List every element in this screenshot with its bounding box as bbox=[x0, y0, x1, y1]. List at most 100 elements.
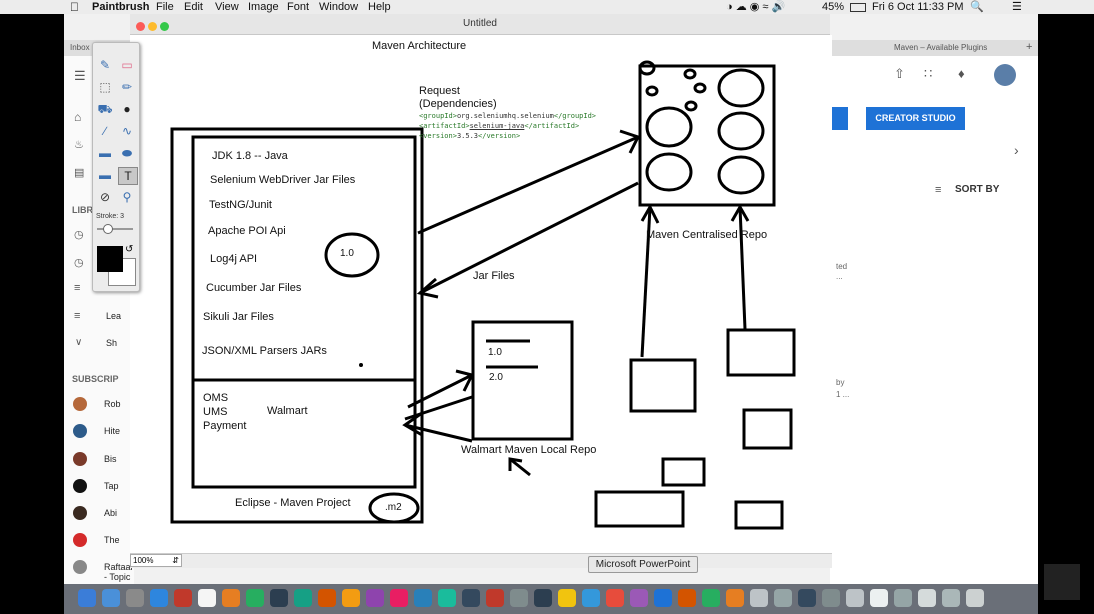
dock-app-icon[interactable] bbox=[702, 589, 720, 607]
subscription-item[interactable]: Abi bbox=[104, 508, 118, 518]
fill-tool-icon[interactable]: ⛟ bbox=[97, 102, 113, 116]
foreground-color-swatch[interactable] bbox=[97, 246, 123, 272]
dock-app-icon[interactable] bbox=[102, 589, 120, 607]
subscription-item[interactable]: Raftaar - Topic bbox=[104, 562, 134, 582]
subscription-item[interactable]: Bis bbox=[104, 454, 117, 464]
dock-app-icon[interactable] bbox=[534, 589, 552, 607]
upload-icon[interactable]: ⇧ bbox=[894, 66, 905, 81]
menu-window[interactable]: Window bbox=[319, 1, 359, 13]
menu-font[interactable]: Font bbox=[287, 1, 310, 13]
show-more-label[interactable]: Sh bbox=[106, 338, 118, 348]
menu-view[interactable]: View bbox=[215, 1, 239, 13]
trending-icon[interactable]: ♨ bbox=[74, 139, 84, 151]
history-icon[interactable]: ◷ bbox=[74, 229, 84, 241]
dock-app-icon[interactable] bbox=[294, 589, 312, 607]
dock-app-icon[interactable] bbox=[870, 589, 888, 607]
dock-app-icon[interactable] bbox=[750, 589, 768, 607]
dock-app-icon[interactable] bbox=[246, 589, 264, 607]
dock-app-icon[interactable] bbox=[966, 589, 984, 607]
close-icon[interactable] bbox=[136, 22, 145, 31]
spotlight-icon[interactable]: 🔍 bbox=[970, 1, 984, 13]
dock-app-icon[interactable] bbox=[918, 589, 936, 607]
rounded-rect-tool-icon[interactable]: ▬ bbox=[99, 168, 111, 182]
bell-icon[interactable]: ♦ bbox=[958, 66, 965, 81]
spray-tool-icon[interactable]: ● bbox=[123, 102, 131, 116]
dock-app-icon[interactable] bbox=[510, 589, 528, 607]
minimize-icon[interactable] bbox=[148, 22, 157, 31]
dock-app-icon[interactable] bbox=[78, 589, 96, 607]
stroke-slider-track[interactable] bbox=[97, 228, 133, 230]
apple-menu-icon[interactable]:  bbox=[70, 0, 79, 14]
subscribe-button-edge[interactable] bbox=[830, 107, 848, 130]
menu-image[interactable]: Image bbox=[248, 1, 279, 13]
dock-app-icon[interactable] bbox=[198, 589, 216, 607]
dock-app-icon[interactable] bbox=[414, 589, 432, 607]
dock-app-icon[interactable] bbox=[174, 589, 192, 607]
brush-tool-icon[interactable]: ✎ bbox=[99, 58, 111, 72]
dock-app-icon[interactable] bbox=[270, 589, 288, 607]
select-tool-icon[interactable]: ⬚ bbox=[99, 80, 111, 94]
status-icons[interactable]: ◑ ☁ ◉ ≈ 🔊 bbox=[726, 1, 786, 13]
subscription-item[interactable]: Hite bbox=[104, 426, 121, 436]
new-tab-icon[interactable]: + bbox=[1026, 41, 1033, 53]
curve-tool-icon[interactable]: ∿ bbox=[121, 124, 133, 138]
battery-percent[interactable]: 45% bbox=[822, 1, 845, 13]
eyedropper-tool-icon[interactable]: ⊘ bbox=[99, 190, 111, 204]
subscriptions-icon[interactable]: ▤ bbox=[74, 167, 85, 179]
dock-app-icon[interactable] bbox=[846, 589, 864, 607]
dock-app-icon[interactable] bbox=[390, 589, 408, 607]
dock-app-icon[interactable] bbox=[798, 589, 816, 607]
watch-later-icon[interactable]: ◷ bbox=[74, 257, 84, 269]
eraser-tool-icon[interactable]: ▭ bbox=[121, 58, 133, 72]
dock-app-icon[interactable] bbox=[318, 589, 336, 607]
home-icon[interactable]: ⌂ bbox=[74, 110, 82, 124]
dock-app-icon[interactable] bbox=[822, 589, 840, 607]
drawing-canvas[interactable]: Maven Architecture Request (Dependencies… bbox=[130, 35, 832, 557]
tab-inbox[interactable]: Inbox bbox=[70, 43, 90, 52]
menu-file[interactable]: File bbox=[156, 1, 174, 13]
dock-app-icon[interactable] bbox=[894, 589, 912, 607]
notification-center-icon[interactable]: ☰ bbox=[1012, 1, 1022, 13]
dock-app-icon[interactable] bbox=[150, 589, 168, 607]
dock-app-icon[interactable] bbox=[366, 589, 384, 607]
stroke-slider-thumb[interactable] bbox=[103, 224, 113, 234]
subscription-item[interactable]: Tap bbox=[104, 481, 119, 491]
chevron-right-icon[interactable]: › bbox=[1014, 142, 1019, 158]
subscription-item[interactable]: Rob bbox=[104, 399, 121, 409]
ellipse-tool-icon[interactable]: ⬬ bbox=[121, 146, 133, 160]
apps-grid-icon[interactable]: ∷ bbox=[924, 66, 933, 81]
tab-maven-plugins[interactable]: Maven – Available Plugins bbox=[894, 43, 988, 52]
dock-app-icon[interactable] bbox=[654, 589, 672, 607]
zoom-tool-icon[interactable]: ⚲ bbox=[122, 190, 132, 204]
dock-app-icon[interactable] bbox=[558, 589, 576, 607]
sidebar-item-label[interactable]: Lea bbox=[106, 311, 122, 321]
dock-app-icon[interactable] bbox=[342, 589, 360, 607]
text-tool-icon[interactable]: T bbox=[118, 167, 138, 185]
account-avatar[interactable] bbox=[994, 64, 1016, 86]
dock-app-icon[interactable] bbox=[438, 589, 456, 607]
menu-help[interactable]: Help bbox=[368, 1, 391, 13]
dock-app-icon[interactable] bbox=[486, 589, 504, 607]
dock-app-icon[interactable] bbox=[582, 589, 600, 607]
creator-studio-button[interactable]: CREATOR STUDIO bbox=[866, 107, 965, 130]
clock[interactable]: Fri 6 Oct 11:33 PM bbox=[872, 1, 964, 13]
dock-app-icon[interactable] bbox=[774, 589, 792, 607]
line-tool-icon[interactable]: ∕ bbox=[103, 124, 106, 138]
chevron-down-icon[interactable]: ∨ bbox=[75, 337, 83, 348]
subscription-item[interactable]: The bbox=[104, 535, 120, 545]
dock-app-icon[interactable] bbox=[726, 589, 744, 607]
playlist-icon[interactable]: ≡ bbox=[74, 282, 81, 294]
lasso-tool-icon[interactable]: ✏ bbox=[121, 80, 133, 94]
zoom-select[interactable]: 100%⇵ bbox=[130, 554, 182, 567]
swap-colors-icon[interactable]: ↺ bbox=[125, 244, 134, 255]
dock-app-icon[interactable] bbox=[942, 589, 960, 607]
playlist-icon[interactable]: ≡ bbox=[74, 310, 81, 322]
sort-by-button[interactable]: SORT BY bbox=[955, 184, 1000, 195]
maximize-icon[interactable] bbox=[160, 22, 169, 31]
hamburger-menu-icon[interactable]: ☰ bbox=[74, 68, 86, 83]
dock-app-icon[interactable] bbox=[630, 589, 648, 607]
dock-app-icon[interactable] bbox=[678, 589, 696, 607]
menu-edit[interactable]: Edit bbox=[184, 1, 203, 13]
menu-app-name[interactable]: Paintbrush bbox=[92, 1, 150, 13]
dock-app-icon[interactable] bbox=[606, 589, 624, 607]
